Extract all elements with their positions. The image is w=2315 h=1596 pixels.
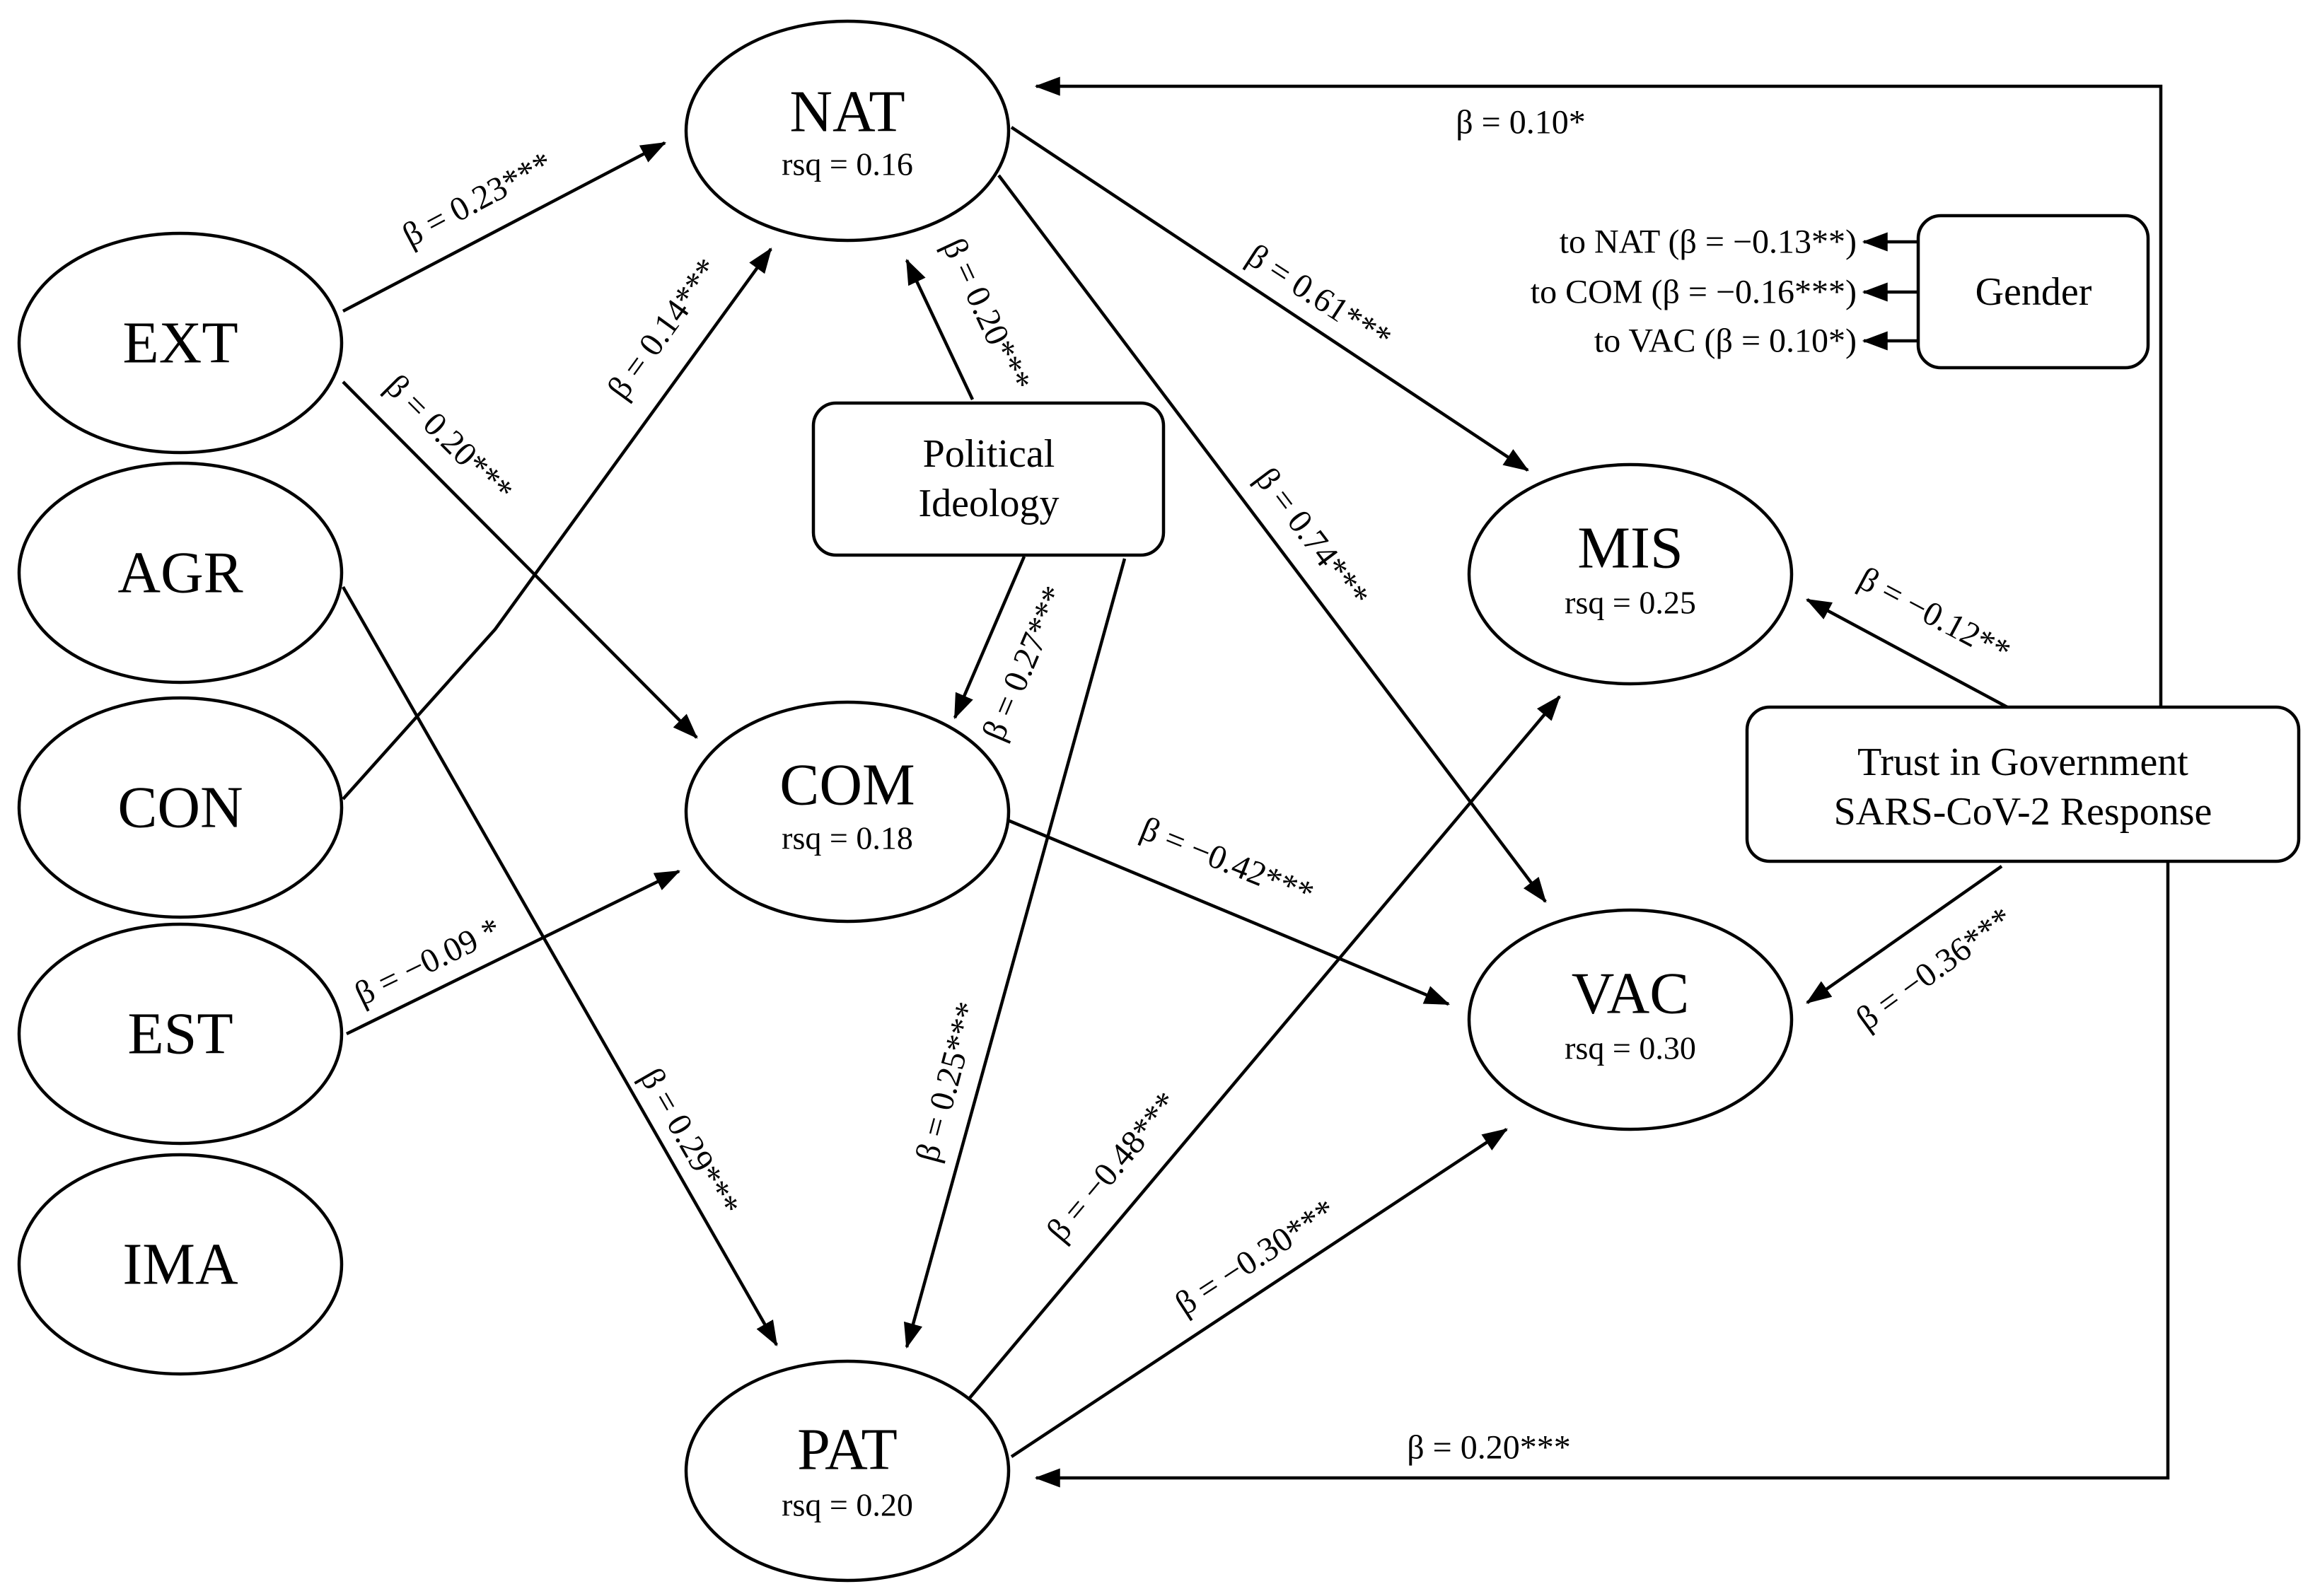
- edge-pol-pat: [903, 558, 1127, 1349]
- coef-pat-vac: β = −0.30***: [1168, 1192, 1342, 1322]
- node-mis-label: MIS: [1577, 516, 1683, 581]
- coef-trust-vac: β = −0.36***: [1850, 900, 2019, 1038]
- edge-com-vac: [1007, 818, 1451, 1006]
- node-est-label: EST: [127, 1001, 233, 1067]
- edge-agr-pat: [342, 586, 778, 1346]
- coef-ext-nat: β = 0.23***: [396, 144, 558, 254]
- node-vac-rsq: rsq = 0.30: [1565, 1030, 1696, 1066]
- edge-trust-pat: [1034, 861, 2170, 1488]
- node-con: CON: [17, 696, 344, 919]
- node-nat-rsq: rsq = 0.16: [782, 146, 913, 182]
- node-pat: PAT rsq = 0.20: [684, 1359, 1011, 1583]
- coef-nat-mis: β = 0.61***: [1240, 237, 1398, 358]
- coef-trust-nat: β = 0.10*: [1456, 104, 1586, 141]
- node-vac-label: VAC: [1572, 961, 1690, 1027]
- box-trust-line1: Trust in Government: [1857, 740, 2188, 784]
- node-pat-rsq: rsq = 0.20: [782, 1487, 913, 1523]
- edge-trust-nat: [1034, 76, 2163, 707]
- coef-pol-pat: β = 0.25***: [908, 998, 987, 1165]
- coef-agr-pat: β = 0.29***: [632, 1062, 747, 1223]
- node-com: COM rsq = 0.18: [684, 700, 1011, 924]
- edge-pol-nat: [905, 258, 975, 400]
- node-nat: NAT rsq = 0.16: [684, 19, 1011, 243]
- box-political-line1: Political: [923, 432, 1055, 476]
- node-agr: AGR: [17, 461, 344, 685]
- coef-gender-vac: to VAC (β = 0.10*): [1594, 322, 1857, 360]
- edges: [342, 76, 2170, 1488]
- node-pat-label: PAT: [797, 1417, 898, 1483]
- node-nat-label: NAT: [789, 79, 905, 145]
- box-trust-in-government: Trust in Government SARS-CoV-2 Response: [1745, 705, 2301, 863]
- node-con-label: CON: [117, 775, 243, 841]
- box-political-ideology: Political Ideology: [811, 401, 1166, 557]
- coef-con-nat: β = 0.14***: [600, 252, 727, 406]
- coef-gender-nat: to NAT (β = −0.13**): [1560, 223, 1857, 261]
- node-ext-label: EXT: [122, 310, 238, 376]
- edge-ext-com: [342, 380, 698, 739]
- edge-con-nat: [342, 247, 772, 800]
- node-com-rsq: rsq = 0.18: [782, 820, 913, 856]
- edge-trust-vac: [1806, 865, 2003, 1004]
- edge-pat-mis: [968, 695, 1561, 1400]
- box-political-line2: Ideology: [918, 482, 1059, 525]
- box-gender-label: Gender: [1975, 270, 2092, 314]
- coef-pol-com: β = 0.27***: [975, 581, 1073, 746]
- coef-gender-com: to COM (β = −0.16***): [1531, 274, 1857, 311]
- box-trust-line2: SARS-CoV-2 Response: [1834, 790, 2212, 834]
- edge-pat-vac: [1010, 1128, 1508, 1458]
- node-agr-label: AGR: [117, 540, 243, 606]
- box-gender: Gender: [1916, 214, 2150, 370]
- node-ext: EXT: [17, 231, 344, 455]
- node-com-label: COM: [779, 752, 915, 818]
- node-mis-rsq: rsq = 0.25: [1565, 585, 1696, 621]
- node-est: EST: [17, 922, 344, 1146]
- edge-nat-mis: [1010, 126, 1529, 472]
- coef-com-vac: β = −0.42***: [1135, 810, 1319, 913]
- node-ima: IMA: [17, 1153, 344, 1376]
- node-vac: VAC rsq = 0.30: [1467, 908, 1794, 1131]
- edge-ext-nat: [342, 141, 666, 313]
- coef-pol-nat: β = 0.20***: [935, 233, 1038, 397]
- coef-trust-pat: β = 0.20***: [1407, 1429, 1571, 1467]
- coef-est-com: β = −0.09 *: [349, 910, 506, 1013]
- edge-nat-vac: [997, 174, 1547, 903]
- coef-trust-mis: β = −0.12**: [1852, 560, 2017, 671]
- node-ima-label: IMA: [122, 1232, 238, 1298]
- node-mis: MIS rsq = 0.25: [1467, 462, 1794, 686]
- edge-est-com: [346, 869, 681, 1036]
- edge-trust-mis: [1806, 598, 2009, 709]
- edge-pol-com: [953, 556, 1026, 720]
